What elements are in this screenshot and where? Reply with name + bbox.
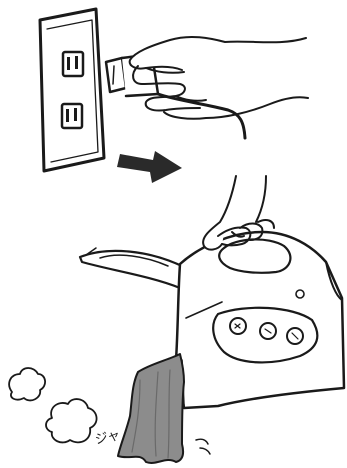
arrow-icon bbox=[117, 151, 182, 183]
pour-sound-text: ジャ bbox=[94, 428, 122, 448]
steam-icon bbox=[9, 368, 96, 442]
wall-outlet-icon bbox=[40, 9, 104, 171]
kettle-icon bbox=[80, 232, 344, 408]
